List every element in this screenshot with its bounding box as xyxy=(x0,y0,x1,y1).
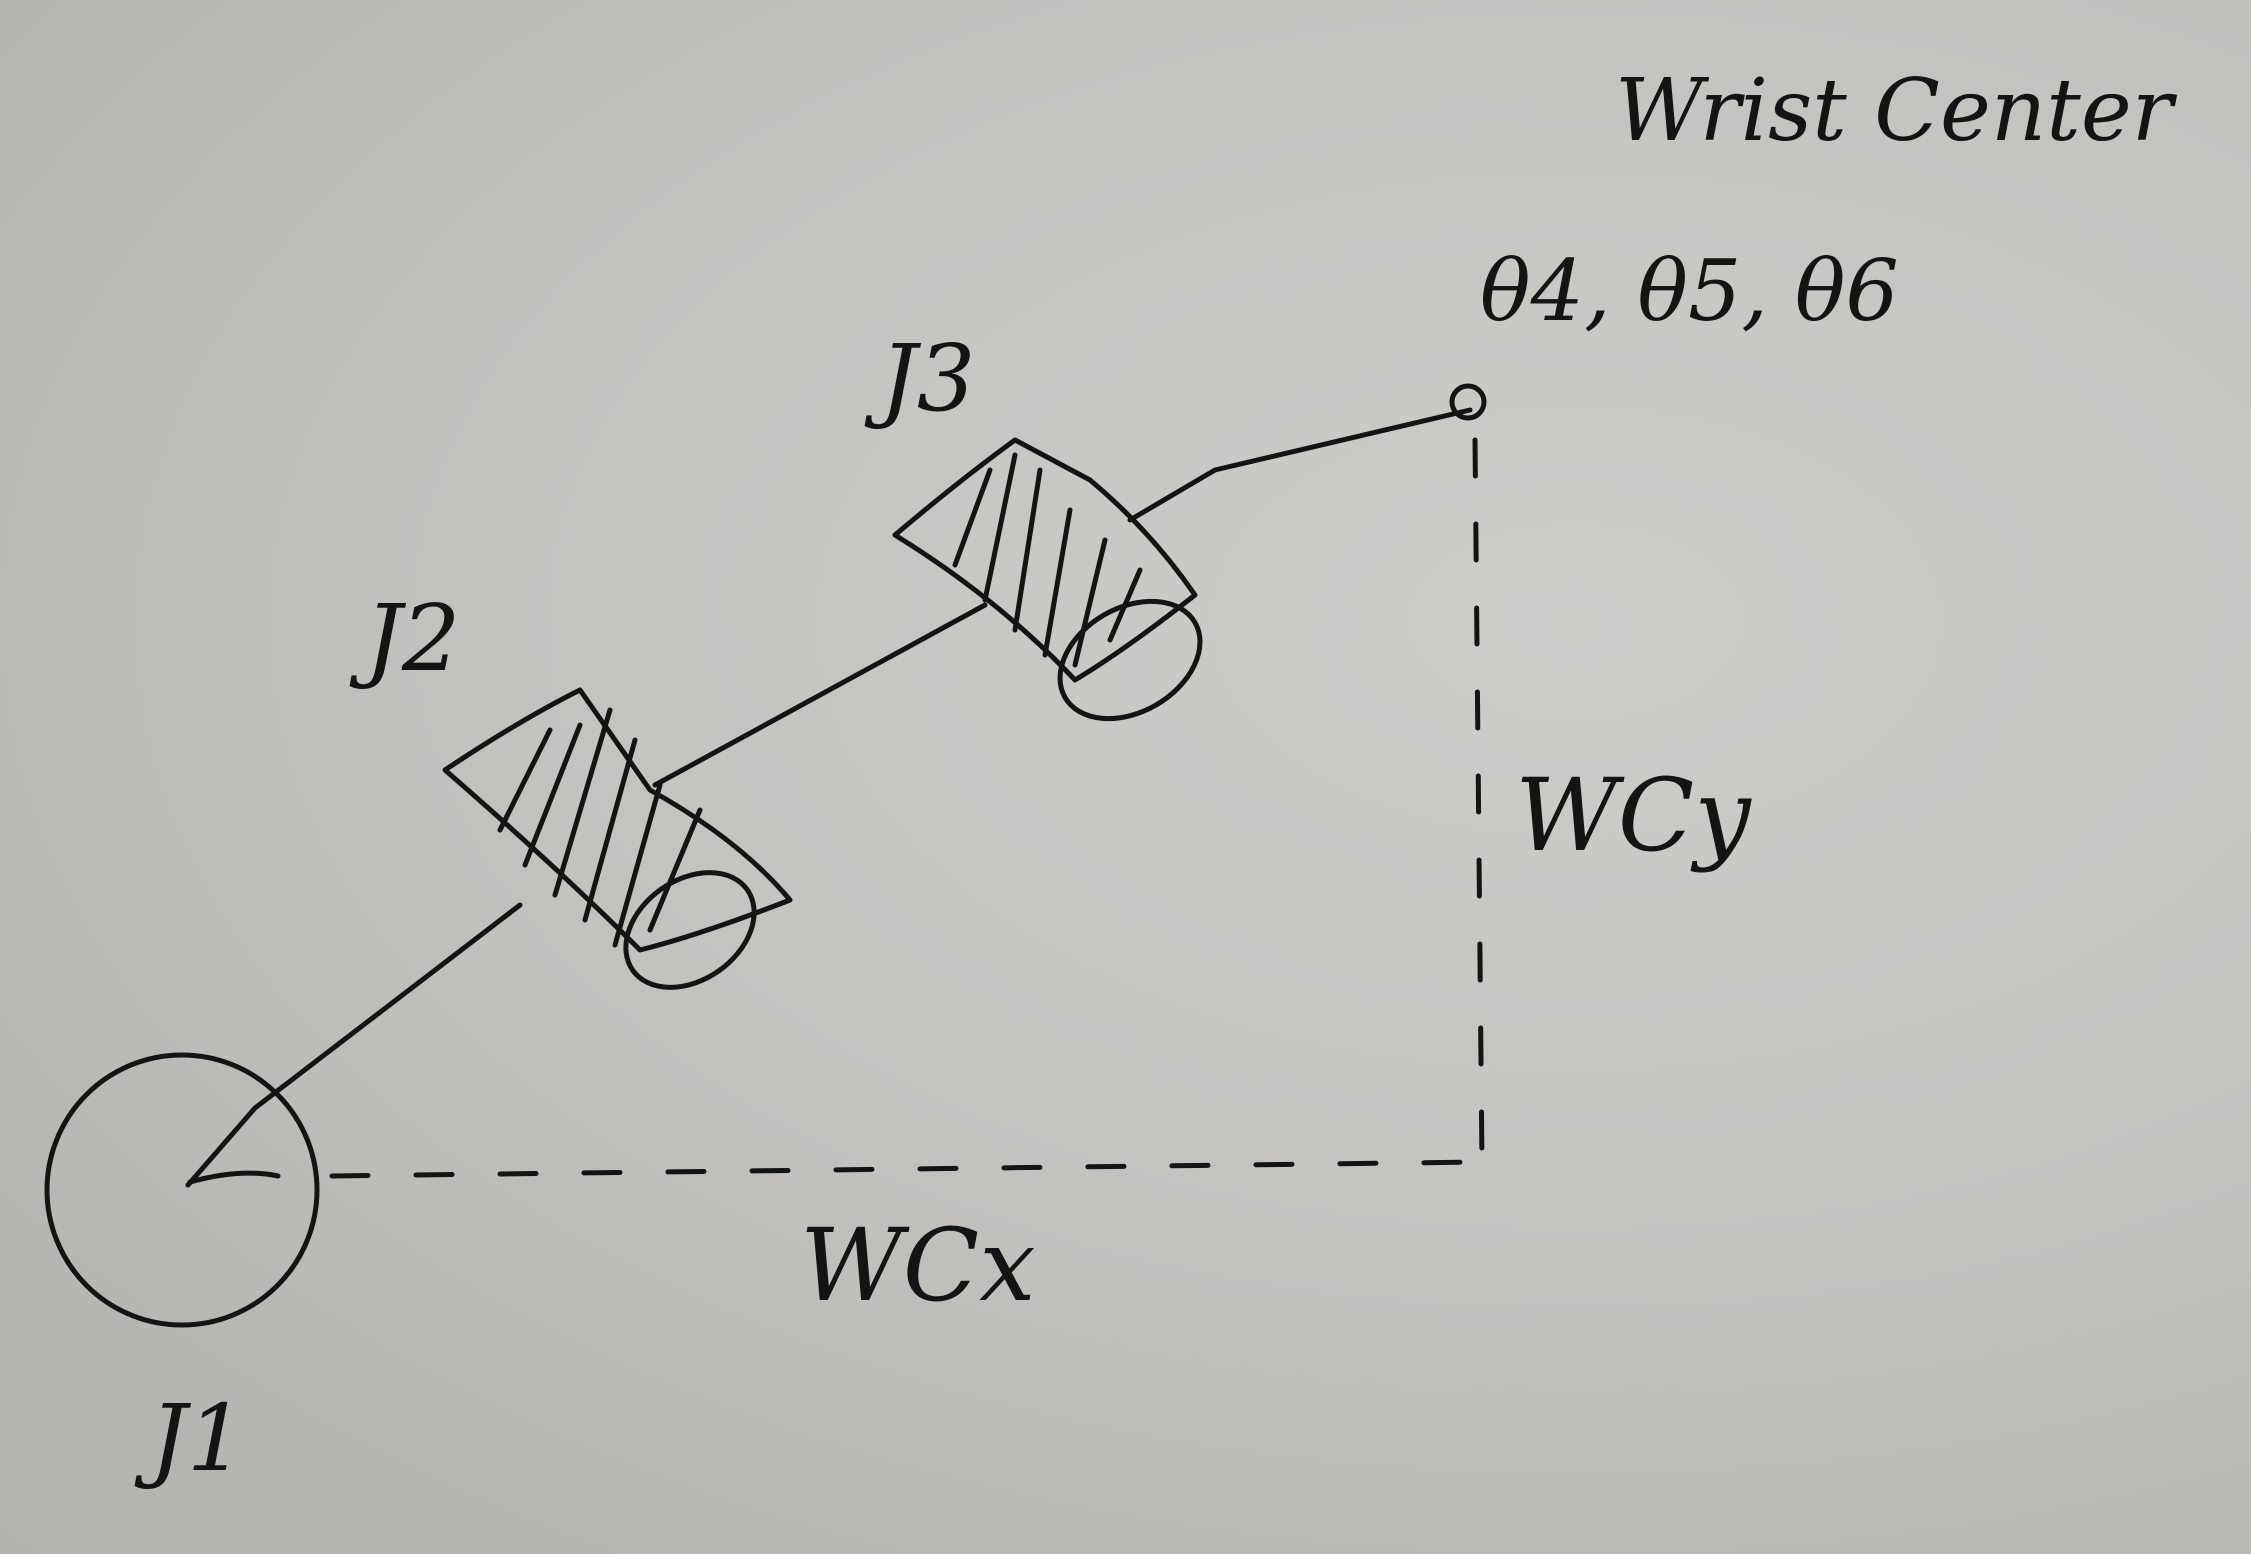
wrist-center-point xyxy=(1449,383,1487,421)
label-wc-x: WCx xyxy=(800,1207,1036,1324)
label-wc-y: WCy xyxy=(1515,757,1752,874)
joint-1-base-circle xyxy=(44,1052,320,1328)
joint-3-end-cap xyxy=(1057,598,1203,722)
label-j1: J1 xyxy=(134,1385,245,1492)
joint-3-body xyxy=(892,437,1198,683)
wc-y-projection-line xyxy=(1472,437,1485,1168)
wc-x-projection-line xyxy=(329,1159,1485,1179)
link-2 xyxy=(652,602,988,788)
joint-1-origin-mark xyxy=(187,1170,281,1185)
label-j2: J2 xyxy=(349,585,460,692)
link-1 xyxy=(185,902,523,1188)
joint-3 xyxy=(892,437,1203,722)
joint-3-hatching xyxy=(952,452,1143,668)
label-wrist-center: Wrist Center xyxy=(1615,61,2178,161)
link-3 xyxy=(1127,407,1473,523)
label-wrist-angles: θ4, θ5, θ6 xyxy=(1480,242,1899,340)
joint-2-body xyxy=(442,687,793,953)
joint-2-end-cap xyxy=(623,870,757,990)
label-j3: J3 xyxy=(864,325,975,432)
joint-2 xyxy=(442,687,793,990)
joint-2-hatching xyxy=(497,707,703,948)
joint-1 xyxy=(44,1052,320,1328)
